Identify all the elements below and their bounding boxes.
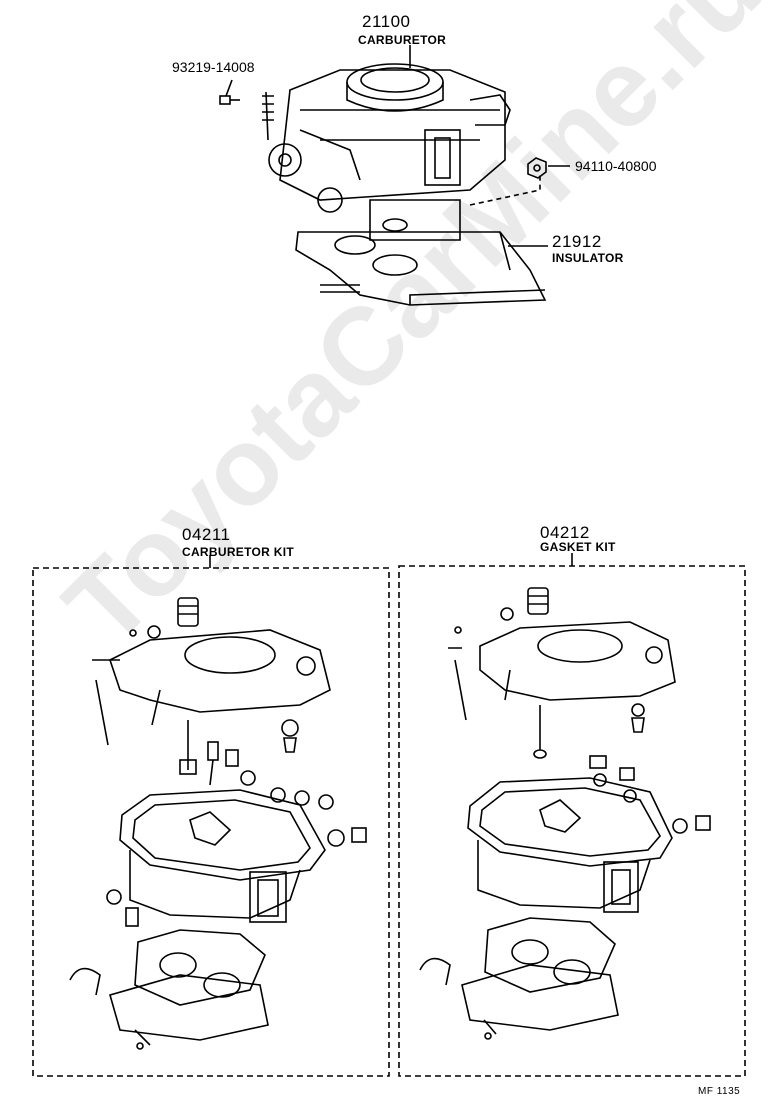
bolt-leader [225,79,233,97]
insulator-part-number: 21912 [552,232,602,251]
figure-reference: MF 1135 [698,1086,741,1097]
insulator-part-name: INSULATOR [552,251,624,265]
carburetor-illustration [262,63,541,241]
nut-illustration [527,157,547,179]
carburetor-kit-part-number: 04211 [182,525,231,544]
gasket-kit-box [398,565,746,1077]
gasket-kit-parts [419,587,711,1040]
insulator-illustration [295,231,547,306]
bolt-illustration [219,95,240,105]
carburetor-part-name: CARBURETOR [358,33,447,47]
carburetor-kit-parts [69,597,367,1050]
nut-part-number: 94110-40800 [575,158,657,174]
carburetor-part-number: 21100 [362,12,411,31]
carburetor-kit-box [32,567,390,1077]
carburetor-kit-part-name: CARBURETOR KIT [182,545,294,559]
gasket-kit-part-name: GASKET KIT [540,540,616,554]
bolt-part-number: 93219-14008 [172,59,255,75]
gasket-kit-part-number: 04212 [540,523,590,542]
